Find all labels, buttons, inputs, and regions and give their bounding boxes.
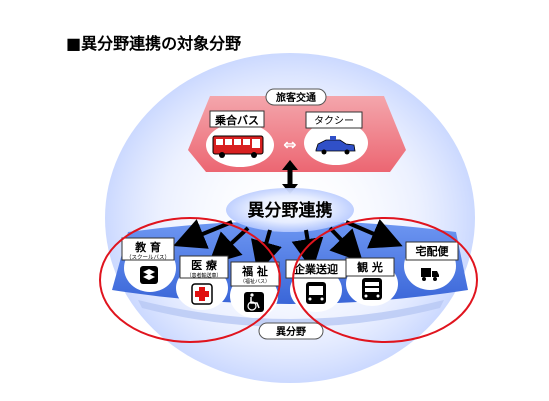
tourist-bus-icon: [362, 278, 382, 300]
welfare-label: 福 祉: [241, 264, 268, 278]
tourism-node: 観 光: [345, 257, 398, 306]
bus-icon: [212, 135, 264, 158]
arrow-to-delivery: [345, 218, 403, 249]
medical-label: 医 療: [191, 258, 218, 272]
group-ellipse-right: [292, 217, 478, 343]
education-sublabel: （スクールバス）: [126, 254, 170, 261]
taxi-icon: [315, 136, 356, 155]
bus-taxi-arrow: ⇔: [283, 135, 296, 154]
taxi-label: タクシー: [314, 115, 354, 127]
school-bus-icon: [140, 266, 158, 284]
medical-sublabel: （患者輸送車）: [186, 272, 221, 279]
medical-node: 医 療 （患者輸送車）: [176, 255, 229, 310]
corporate-label: 企業送迎: [293, 262, 338, 276]
taxi-node: タクシー: [304, 111, 368, 165]
arrow-to-tourism: [328, 226, 364, 263]
wheelchair-icon: [244, 292, 264, 312]
center-label: 異分野連携: [248, 200, 333, 221]
medical-cross-icon: [191, 283, 213, 305]
bus-front-icon: [306, 282, 326, 304]
arrow-to-welfare: [251, 229, 282, 274]
truck-icon: [420, 264, 440, 284]
top-label: 旅客交通: [276, 91, 316, 104]
center-glow: [226, 188, 354, 232]
bus-node: 乗合バス: [206, 110, 274, 167]
delivery-node: 宅配便: [404, 241, 459, 290]
bottom-label: 異分野: [276, 325, 306, 338]
corporate-node: 企業送迎: [285, 259, 347, 312]
spoke-arrows: [173, 218, 403, 274]
top-label-badge: 旅客交通: [265, 88, 327, 106]
welfare-node: 福 祉 （福祉バス）: [230, 261, 280, 318]
arrow-to-corporate: [291, 229, 324, 271]
group-ellipse-left: [99, 217, 281, 343]
bottom-label-badge: 異分野: [258, 322, 324, 340]
welfare-sublabel: （福祉バス）: [240, 278, 270, 285]
bus-label: 乗合バス: [215, 113, 259, 127]
education-label: 教 育: [134, 240, 161, 254]
bottom-panel-shadow: [138, 300, 444, 327]
arrow-to-education: [173, 219, 233, 249]
education-node: 教 育 （スクールバス）: [121, 237, 176, 292]
page-title: ■異分野連携の対象分野: [66, 34, 242, 53]
delivery-label: 宅配便: [416, 244, 450, 258]
tourism-label: 観 光: [357, 260, 383, 274]
arrow-to-medical: [208, 226, 250, 265]
